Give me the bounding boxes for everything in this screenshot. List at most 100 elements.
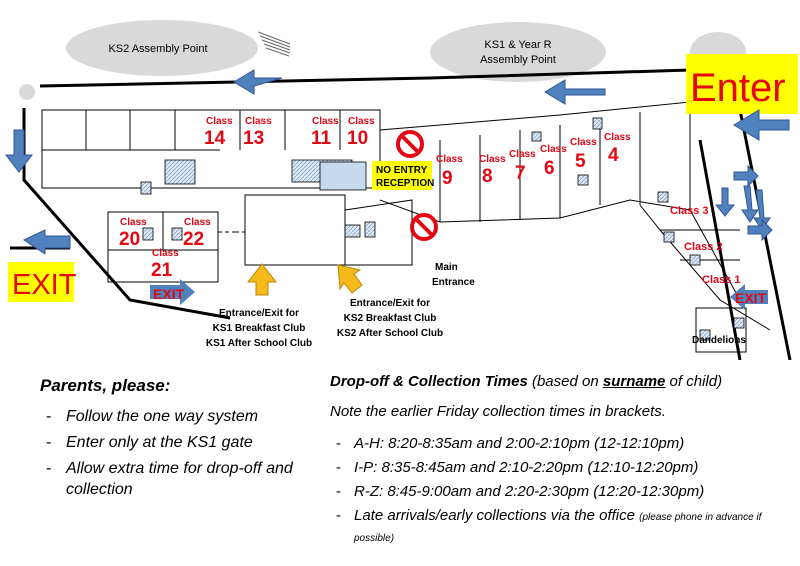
class-label-22: Class 22	[183, 217, 211, 250]
parents-list: Follow the one way system Enter only at …	[40, 406, 310, 500]
class-label-13: Class 13	[243, 116, 272, 149]
class-label-10: Class 10	[347, 116, 375, 149]
class-word: Class	[152, 248, 179, 259]
class-word: Class	[570, 137, 597, 148]
class-label-20: Class 20	[119, 217, 147, 250]
class-word: Class	[312, 116, 339, 127]
ks2-gate-label-1: Entrance/Exit for	[350, 298, 430, 309]
arrow-right-icon	[747, 218, 773, 242]
ks2-gate-label-2: KS2 Breakfast Club	[344, 313, 437, 324]
class-word: Class	[120, 217, 147, 228]
arrow-left-icon	[22, 229, 71, 255]
ks2-assembly-area	[66, 20, 258, 76]
school-site-map: KS2 Assembly Point KS1 & Year R Assembly…	[4, 20, 798, 360]
enter-label: Enter	[690, 66, 786, 110]
arrow-left-icon	[233, 69, 283, 95]
class-label-4: Class 4	[604, 132, 631, 166]
class-word: Class	[184, 217, 211, 228]
parents-title: Parents, please:	[40, 376, 171, 395]
no-entry-reception-box	[372, 161, 432, 190]
ks1-assembly-area	[430, 22, 606, 82]
parents-item: Allow extra time for drop-off and collec…	[40, 458, 310, 500]
class-number: 9	[442, 168, 453, 189]
class-label-5: Class 5	[570, 137, 597, 172]
main-entrance-label-2: Entrance	[432, 277, 475, 288]
class-word: Class	[348, 116, 375, 127]
no-entry-icon	[410, 213, 438, 241]
class-number: 20	[119, 229, 140, 250]
class-number: 14	[204, 128, 226, 149]
class-label-6: Class 6	[540, 144, 567, 179]
main-entrance-label-1: Main	[435, 262, 458, 273]
arrow-right-icon	[733, 164, 759, 188]
hatched-rooms	[140, 117, 745, 341]
class-number: 6	[544, 158, 555, 179]
class-word: Class	[509, 149, 536, 160]
class-label-3: Class 3	[670, 205, 709, 217]
class-number: 8	[482, 166, 493, 187]
times-item-late: Late arrivals/early collections via the …	[330, 506, 790, 548]
times-title: Drop-off & Collection Times	[330, 373, 528, 390]
class-word: Class	[245, 116, 272, 127]
ks2-assembly-hatch-icon	[257, 31, 291, 57]
exit-label: EXIT	[12, 269, 77, 301]
class-word: Class	[479, 154, 506, 165]
parents-item: Enter only at the KS1 gate	[40, 432, 310, 453]
times-item: A-H: 8:20-8:35am and 2:00-2:10pm (12-12:…	[330, 434, 790, 453]
times-title-surname: surname	[602, 373, 666, 390]
arrow-down-icon	[741, 185, 759, 223]
times-item: R-Z: 8:45-9:00am and 2:20-2:30pm (12:20-…	[330, 482, 790, 501]
arrow-down-icon	[714, 187, 736, 217]
ks2-assembly-label: KS2 Assembly Point	[108, 43, 207, 55]
exit-arrow-small-right: EXIT	[730, 284, 768, 310]
class-number: 13	[243, 128, 264, 149]
class-word: Class	[540, 144, 567, 155]
class-number: 5	[575, 151, 586, 172]
class-number: 11	[311, 128, 332, 149]
exit-small-label: EXIT	[153, 286, 185, 302]
exit-box	[8, 262, 74, 302]
arrow-left-icon	[733, 109, 790, 141]
class-label-9: Class 9	[436, 154, 463, 189]
class-label-14: Class 14	[204, 116, 233, 149]
class-label-1: Class 1	[702, 274, 741, 286]
parents-item: Follow the one way system	[40, 406, 310, 427]
times-title-post: of child)	[665, 373, 723, 390]
class-number: 10	[347, 128, 368, 149]
arrow-left-icon	[544, 79, 606, 105]
class-label-21: Class 21	[151, 248, 179, 281]
class-number: 4	[608, 145, 619, 166]
ks1-gate-label-1: Entrance/Exit for	[219, 308, 299, 319]
ks1-assembly-label-1: KS1 & Year R	[484, 39, 551, 51]
class-label-2: Class 2	[684, 241, 723, 253]
no-entry-icon	[396, 130, 424, 158]
class-number: 7	[515, 163, 526, 184]
class-label-11: Class 11	[311, 116, 339, 149]
one-way-arrows	[4, 69, 790, 255]
class-word: Class	[436, 154, 463, 165]
times-title-pre: (based on	[531, 373, 603, 390]
late-small: (please phone in advance if possible)	[354, 512, 762, 544]
times-item: I-P: 8:35-8:45am and 2:10-2:20pm (12:10-…	[330, 458, 790, 477]
times-heading: Drop-off & Collection Times (based on su…	[330, 372, 790, 392]
ks2-gate-label-3: KS2 After School Club	[337, 328, 443, 339]
ks1-gate-arrow-icon	[246, 263, 278, 296]
class-label-8: Class 8	[479, 154, 506, 187]
parents-instructions: Parents, please: Follow the one way syst…	[40, 376, 310, 505]
class-word: Class	[604, 132, 631, 143]
exit-small-label: EXIT	[735, 290, 767, 306]
class-number: 22	[183, 229, 204, 250]
no-entry-label: NO ENTRY	[376, 165, 428, 176]
ks1-gate-label-2: KS1 Breakfast Club	[213, 323, 306, 334]
dandelions-label: Dandelions	[692, 335, 746, 346]
class-label-7: Class 7	[509, 149, 536, 184]
times-list: A-H: 8:20-8:35am and 2:00-2:10pm (12-12:…	[330, 434, 790, 548]
arrow-down-icon	[4, 129, 34, 173]
late-main: Late arrivals/early collections via the …	[354, 507, 640, 524]
drop-off-times: Drop-off & Collection Times (based on su…	[330, 372, 790, 553]
ks1-gate-label-3: KS1 After School Club	[206, 338, 312, 349]
ks1-assembly-label-2: Assembly Point	[480, 54, 556, 66]
enter-box	[686, 54, 798, 114]
marker-dot	[19, 84, 35, 100]
ks2-gate-arrow-icon	[337, 264, 363, 294]
